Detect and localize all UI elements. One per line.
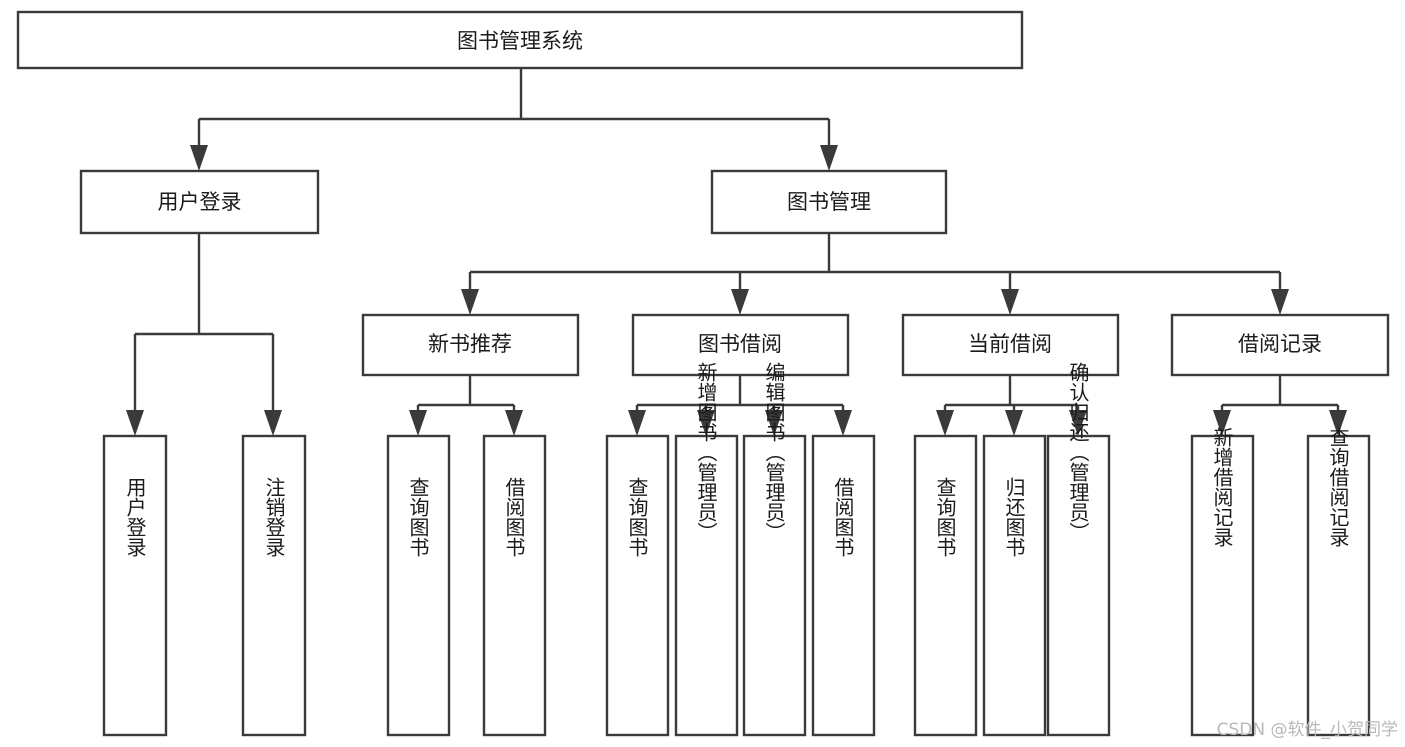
arrow-record-to-leaf2 [1329, 410, 1347, 436]
node-leaf-borrow-add-box[interactable] [674, 434, 739, 737]
node-book-manage[interactable]: 图书管理 [710, 169, 948, 235]
node-book-manage-label: 图书管理 [787, 190, 871, 214]
node-leaf-cur-query-label: 查询图书 [933, 477, 957, 557]
node-user-login-box[interactable] [79, 169, 320, 235]
node-leaf-cur-return-label: 归还图书 [1002, 477, 1026, 557]
arrow-bookborrow-to-leaf4 [834, 410, 852, 436]
node-leaf-rec-add-box[interactable] [1190, 434, 1255, 737]
node-leaf-borrow-lend-box[interactable] [811, 434, 876, 737]
arrow-record-to-leaf1 [1213, 410, 1231, 436]
node-new-book-rec[interactable]: 新书推荐 [361, 313, 580, 377]
arrow-bookborrow-to-leaf1 [628, 410, 646, 436]
node-leaf-user-logout-label: 注销登录 [262, 477, 286, 557]
arrow-current-to-leaf1 [936, 410, 954, 436]
node-leaf-cur-query[interactable]: 查询图书 [913, 434, 978, 737]
node-leaf-borrow-add-label: 新增图书（管理员） [694, 362, 718, 542]
node-leaf-rec-borrow-box[interactable] [482, 434, 547, 737]
node-leaf-user-login-label: 用户登录 [123, 477, 147, 557]
node-root-label: 图书管理系统 [457, 29, 583, 53]
arrow-userlogin-to-leaf1 [126, 410, 144, 436]
node-leaf-cur-return[interactable]: 归还图书 [982, 434, 1047, 737]
node-new-book-rec-label: 新书推荐 [428, 332, 512, 356]
node-leaf-rec-borrow[interactable]: 借阅图书 [482, 434, 547, 737]
node-leaf-cur-confirm[interactable]: 确认归还（管理员） [1046, 362, 1111, 737]
arrow-root-to-book-manage [820, 145, 838, 171]
node-leaf-user-login-box[interactable] [102, 434, 168, 737]
arrow-newbook-to-leaf1 [409, 410, 427, 436]
node-leaf-cur-return-box[interactable] [982, 434, 1047, 737]
arrow-root-to-user-login [190, 145, 208, 171]
csdn-watermark: CSDN @软件_小贺同学 [1217, 720, 1398, 740]
node-leaf-borrow-lend-label: 借阅图书 [831, 477, 855, 557]
node-book-manage-box[interactable] [710, 169, 948, 235]
connector-layer [126, 68, 1347, 436]
node-leaf-borrow-query-box[interactable] [605, 434, 670, 737]
node-leaf-rec-add-label: 新增借阅记录 [1210, 427, 1234, 547]
arrow-userlogin-to-leaf2 [264, 410, 282, 436]
node-leaf-user-logout[interactable]: 注销登录 [241, 434, 307, 737]
node-leaf-borrow-edit-label: 编辑图书（管理员） [762, 362, 786, 542]
node-borrow-record-box[interactable] [1170, 313, 1390, 377]
node-leaf-cur-confirm-box[interactable] [1046, 434, 1111, 737]
node-leaf-user-logout-box[interactable] [241, 434, 307, 737]
arrow-current-to-leaf3 [1069, 410, 1087, 436]
arrow-current-to-leaf2 [1005, 410, 1023, 436]
node-book-borrow-label: 图书借阅 [698, 332, 782, 356]
node-root[interactable]: 图书管理系统 [16, 10, 1024, 70]
node-leaf-cur-query-box[interactable] [913, 434, 978, 737]
node-leaf-rec-add[interactable]: 新增借阅记录 [1190, 427, 1255, 737]
node-book-borrow[interactable]: 图书借阅 [631, 313, 850, 377]
node-leaf-user-login[interactable]: 用户登录 [102, 434, 168, 737]
node-leaf-rec-search-box[interactable] [1306, 434, 1371, 737]
node-leaf-borrow-lend[interactable]: 借阅图书 [811, 434, 876, 737]
node-leaf-rec-query-label: 查询图书 [406, 477, 430, 557]
node-book-borrow-box[interactable] [631, 313, 850, 377]
arrow-bookborrow-to-leaf2 [697, 410, 715, 436]
arrow-bookborrow-to-leaf3 [765, 410, 783, 436]
node-current-borrow-label: 当前借阅 [968, 332, 1052, 356]
arrow-bookmanage-to-l3a [461, 289, 479, 315]
node-leaf-borrow-add[interactable]: 新增图书（管理员） [674, 362, 739, 737]
node-borrow-record[interactable]: 借阅记录 [1170, 313, 1390, 377]
node-current-borrow[interactable]: 当前借阅 [901, 313, 1120, 377]
node-user-login-label: 用户登录 [158, 190, 242, 214]
node-leaf-rec-search[interactable]: 查询借阅记录 [1306, 427, 1371, 737]
arrow-bookmanage-to-l3c [1001, 289, 1019, 315]
arrow-bookmanage-to-l3d [1271, 289, 1289, 315]
node-leaf-rec-query-box[interactable] [386, 434, 451, 737]
node-borrow-record-label: 借阅记录 [1238, 332, 1322, 356]
node-leaf-borrow-edit[interactable]: 编辑图书（管理员） [742, 362, 807, 737]
node-leaf-borrow-edit-box[interactable] [742, 434, 807, 737]
node-leaf-borrow-query[interactable]: 查询图书 [605, 434, 670, 737]
arrow-bookmanage-to-l3b [731, 289, 749, 315]
node-leaf-rec-search-label: 查询借阅记录 [1326, 427, 1350, 547]
node-leaf-borrow-query-label: 查询图书 [625, 477, 649, 557]
node-leaf-rec-borrow-label: 借阅图书 [502, 477, 526, 557]
node-leaf-cur-confirm-label: 确认归还（管理员） [1066, 362, 1090, 542]
node-new-book-rec-box[interactable] [361, 313, 580, 377]
node-current-borrow-box[interactable] [901, 313, 1120, 377]
node-root-box[interactable] [16, 10, 1024, 70]
arrow-newbook-to-leaf2 [505, 410, 523, 436]
node-leaf-rec-query[interactable]: 查询图书 [386, 434, 451, 737]
node-user-login[interactable]: 用户登录 [79, 169, 320, 235]
